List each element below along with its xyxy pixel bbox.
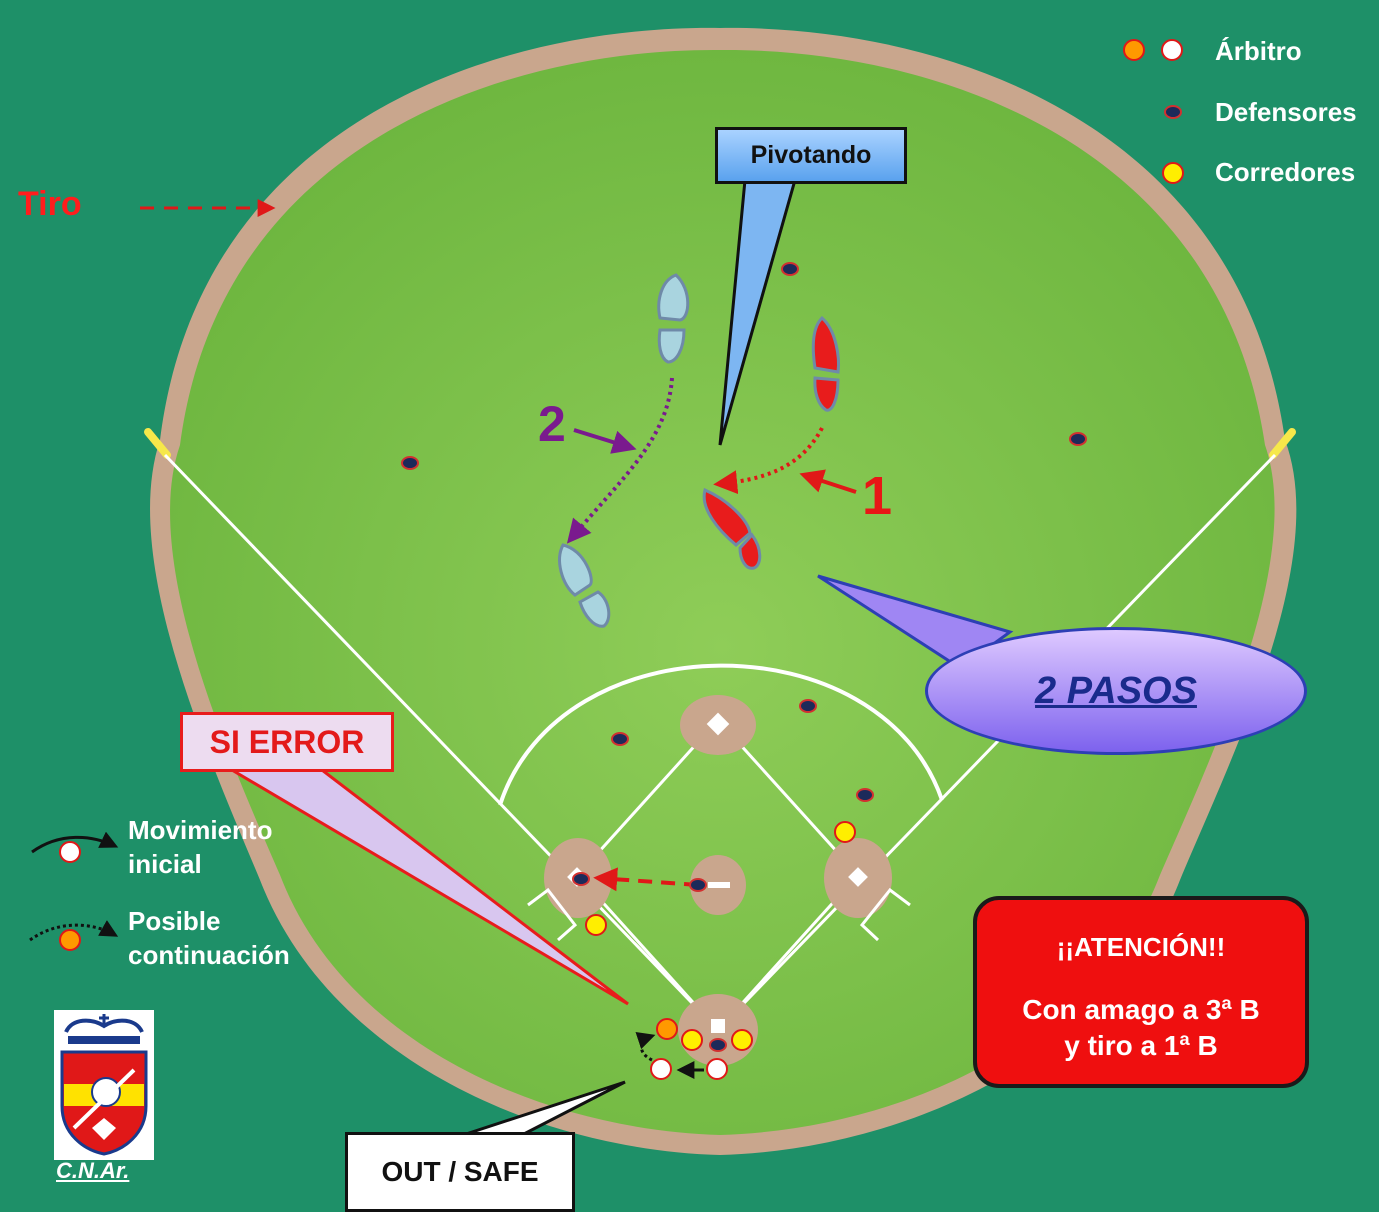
legend-runners-label: Corredores <box>1215 157 1355 188</box>
legend-umpire-label: Árbitro <box>1215 36 1302 67</box>
initial-movement-label-2: inicial <box>128 847 202 881</box>
initial-movement-label-1: Movimiento <box>128 813 272 847</box>
logo-caption: C.N.Ar. <box>56 1158 129 1184</box>
attention-line-2: y tiro a 1ª B <box>977 1030 1305 1062</box>
federation-logo <box>54 1010 154 1160</box>
two-steps-label: 2 PASOS <box>1035 670 1197 713</box>
attention-line-1: Con amago a 3ª B <box>977 994 1305 1026</box>
step-number-1: 1 <box>862 465 892 527</box>
if-error-callout: SI ERROR <box>180 712 394 772</box>
continuation-label-1: Posible <box>128 904 220 938</box>
step-number-2: 2 <box>538 395 566 453</box>
out-safe-callout: OUT / SAFE <box>345 1132 575 1212</box>
attention-box: ¡¡ATENCIÓN!! Con amago a 3ª B y tiro a 1… <box>973 896 1309 1088</box>
pivoting-callout: Pivotando <box>715 127 907 184</box>
continuation-label-2: continuación <box>128 938 290 972</box>
legend-defenders-label: Defensores <box>1215 97 1357 128</box>
throw-legend-label: Tiro <box>18 185 82 224</box>
attention-title: ¡¡ATENCIÓN!! <box>977 932 1305 963</box>
two-steps-callout: 2 PASOS <box>925 627 1307 755</box>
